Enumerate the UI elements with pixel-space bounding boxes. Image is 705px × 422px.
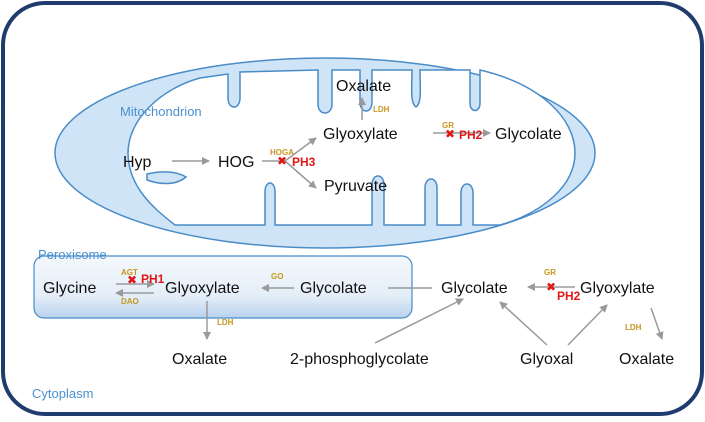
mitochondrion-label: Mitochondrion — [120, 104, 202, 119]
defect-marker-mito-ph2: ✖ — [445, 127, 455, 141]
enzyme-cyto-ldh: LDH — [625, 323, 642, 332]
metabolite-cyto-oxalate: Oxalate — [619, 351, 674, 368]
metabolite-phosphoglycolate: 2-phosphoglycolate — [290, 351, 429, 368]
metabolite-per-glyoxylate: Glyoxylate — [165, 280, 240, 297]
arrow-hog-to-pyruvate — [284, 160, 317, 189]
metabolite-cyto-glyoxylate: Glyoxylate — [580, 280, 655, 297]
metabolite-mito-oxalate: Oxalate — [336, 78, 391, 95]
enzyme-agt: AGT — [121, 268, 138, 277]
enzyme-mito-gr: GR — [442, 121, 454, 130]
defect-label-mito-ph2: PH2 — [459, 128, 483, 142]
arrow-glyoxal-to-glycolate — [499, 301, 548, 346]
defect-label-ph3: PH3 — [292, 155, 316, 169]
defect-marker-ph3: ✖ — [277, 154, 287, 168]
defect-label-ph1: PH1 — [141, 272, 165, 286]
enzyme-go: GO — [271, 272, 283, 281]
peroxisome-label: Peroxisome — [38, 247, 107, 262]
enzyme-hoga: HOGA — [270, 148, 294, 157]
metabolite-cyto-glycolate: Glycolate — [441, 280, 508, 297]
enzyme-per-ldh: LDH — [217, 318, 234, 327]
peroxisome-membrane — [33, 255, 413, 319]
enzyme-cyto-gr: GR — [544, 268, 556, 277]
enzyme-dao: DAO — [121, 297, 139, 306]
enzyme-mito-ldh: LDH — [373, 105, 390, 114]
arrow-glyoxal-to-glyoxylate — [567, 304, 608, 346]
cytoplasm-label: Cytoplasm — [32, 386, 93, 401]
defect-marker-ph1: ✖ — [127, 273, 137, 287]
metabolite-per-oxalate: Oxalate — [172, 351, 227, 368]
metabolite-pyruvate: Pyruvate — [324, 178, 387, 195]
defect-label-cyto-ph2: PH2 — [557, 289, 581, 303]
arrow-hog-to-glyoxylate-branch — [284, 137, 317, 162]
defect-marker-cyto-ph2: ✖ — [546, 280, 556, 294]
peroxisome: Peroxisome — [33, 247, 413, 319]
reaction-arrows — [115, 97, 664, 346]
mitochondrion-inner-membrane — [127, 69, 576, 226]
metabolite-hog: HOG — [218, 154, 254, 171]
arrow-phosphoglycolate-to-glycolate — [374, 298, 464, 344]
metabolite-glyoxal: Glyoxal — [520, 351, 573, 368]
metabolite-per-glycolate: Glycolate — [300, 280, 367, 297]
mitochondrion: Mitochondrion — [54, 57, 596, 249]
metabolite-hyp: Hyp — [123, 154, 152, 171]
metabolite-mito-glycolate: Glycolate — [495, 126, 562, 143]
metabolite-mito-glyoxylate: Glyoxylate — [323, 126, 398, 143]
metabolite-glycine: Glycine — [43, 280, 96, 297]
arrow-cyto-glyoxylate-to-oxalate — [650, 307, 664, 340]
